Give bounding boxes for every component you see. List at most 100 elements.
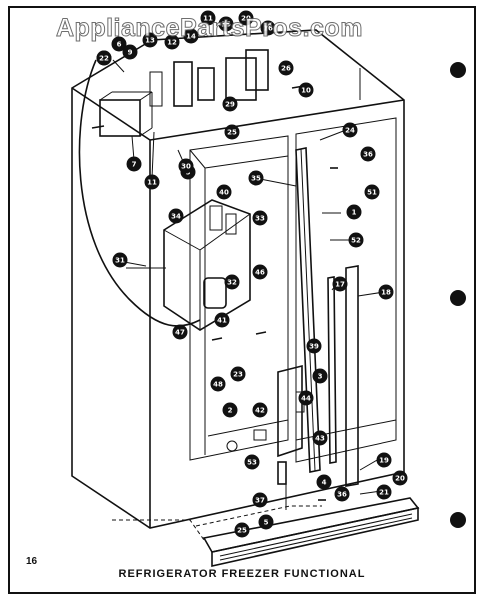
svg-text:9: 9 xyxy=(128,49,133,57)
callout-7: 7 xyxy=(126,156,142,172)
svg-text:21: 21 xyxy=(379,489,389,497)
svg-text:43: 43 xyxy=(315,435,325,443)
callout-53: 53 xyxy=(244,454,260,470)
svg-text:33: 33 xyxy=(255,215,265,223)
svg-text:46: 46 xyxy=(255,269,265,277)
svg-text:17: 17 xyxy=(335,281,345,289)
rod-part xyxy=(327,276,337,464)
svg-text:29: 29 xyxy=(225,101,235,109)
callout-26: 26 xyxy=(278,60,294,76)
svg-text:23: 23 xyxy=(233,371,243,379)
callout-18: 18 xyxy=(378,284,394,300)
callout-39: 39 xyxy=(306,338,322,354)
control-box-group xyxy=(99,49,269,137)
svg-text:1: 1 xyxy=(352,209,357,217)
svg-text:4: 4 xyxy=(322,479,327,487)
callout-51: 51 xyxy=(364,184,380,200)
callout-40: 40 xyxy=(216,184,232,200)
callout-30: 30 xyxy=(178,158,194,174)
callout-5: 5 xyxy=(258,514,274,530)
svg-text:12: 12 xyxy=(167,39,177,47)
callout-group: 2869131214111520162610242925711530363551… xyxy=(96,10,408,538)
callout-24: 24 xyxy=(342,122,358,138)
svg-text:44: 44 xyxy=(301,395,311,403)
svg-text:25: 25 xyxy=(227,129,237,137)
svg-text:10: 10 xyxy=(301,87,311,95)
callout-25: 25 xyxy=(234,522,250,538)
page-number: 16 xyxy=(26,556,38,567)
svg-text:19: 19 xyxy=(379,457,389,465)
callout-17: 17 xyxy=(332,276,348,292)
svg-text:30: 30 xyxy=(181,163,191,171)
svg-text:16: 16 xyxy=(263,25,273,33)
binder-hole xyxy=(450,290,466,306)
channel-part xyxy=(345,265,359,487)
svg-text:15: 15 xyxy=(221,21,231,29)
callout-36: 36 xyxy=(360,146,376,162)
callout-11: 11 xyxy=(144,174,160,190)
callout-14: 14 xyxy=(183,28,199,44)
svg-text:25: 25 xyxy=(237,527,247,535)
svg-text:14: 14 xyxy=(186,33,196,41)
callout-32: 32 xyxy=(224,274,240,290)
svg-text:3: 3 xyxy=(318,373,323,381)
callout-33: 33 xyxy=(252,210,268,226)
callout-29: 29 xyxy=(222,96,238,112)
callout-37: 37 xyxy=(252,492,268,508)
mullion-rail xyxy=(295,147,321,473)
callout-25: 25 xyxy=(224,124,240,140)
callout-19: 19 xyxy=(376,452,392,468)
svg-text:37: 37 xyxy=(255,497,265,505)
callout-10: 10 xyxy=(298,82,314,98)
callout-4: 4 xyxy=(316,474,332,490)
svg-text:52: 52 xyxy=(351,237,361,245)
svg-text:53: 53 xyxy=(247,459,257,467)
svg-text:47: 47 xyxy=(175,329,185,337)
cabinet-outline xyxy=(71,29,405,529)
callout-16: 16 xyxy=(260,20,276,36)
svg-text:41: 41 xyxy=(217,317,227,325)
svg-text:22: 22 xyxy=(99,55,109,63)
callout-46: 46 xyxy=(252,264,268,280)
lower-parts xyxy=(195,364,322,527)
svg-text:40: 40 xyxy=(219,189,229,197)
callout-34: 34 xyxy=(168,208,184,224)
svg-text:11: 11 xyxy=(147,179,157,187)
callout-36: 36 xyxy=(334,486,350,502)
callout-47: 47 xyxy=(172,324,188,340)
callout-42: 42 xyxy=(252,402,268,418)
binder-hole xyxy=(450,512,466,528)
page-caption: REFRIGERATOR FREEZER FUNCTIONAL xyxy=(118,568,366,580)
callout-15: 15 xyxy=(218,16,234,32)
callout-3: 3 xyxy=(312,368,328,384)
svg-text:36: 36 xyxy=(337,491,347,499)
svg-text:34: 34 xyxy=(171,213,181,221)
svg-text:39: 39 xyxy=(309,343,319,351)
callout-23: 23 xyxy=(230,366,246,382)
svg-text:42: 42 xyxy=(255,407,265,415)
callout-11: 11 xyxy=(200,10,216,26)
diagram-sheet xyxy=(8,6,476,594)
callout-1: 1 xyxy=(346,204,362,220)
callout-20: 20 xyxy=(392,470,408,486)
svg-text:7: 7 xyxy=(132,161,137,169)
callout-44: 44 xyxy=(298,390,314,406)
svg-text:13: 13 xyxy=(145,37,155,45)
callout-52: 52 xyxy=(348,232,364,248)
svg-text:26: 26 xyxy=(281,65,291,73)
svg-text:36: 36 xyxy=(363,151,373,159)
svg-text:24: 24 xyxy=(345,127,355,135)
callout-20: 20 xyxy=(238,10,254,26)
svg-text:32: 32 xyxy=(227,279,237,287)
callout-21: 21 xyxy=(376,484,392,500)
watermark: AppliancePartsPros.com xyxy=(56,14,363,43)
svg-text:11: 11 xyxy=(203,15,213,23)
callout-43: 43 xyxy=(312,430,328,446)
svg-text:20: 20 xyxy=(395,475,405,483)
callout-9: 9 xyxy=(122,44,138,60)
binder-hole xyxy=(450,62,466,78)
svg-text:48: 48 xyxy=(213,381,223,389)
svg-text:31: 31 xyxy=(115,257,125,265)
tubing xyxy=(78,59,201,327)
svg-text:35: 35 xyxy=(251,175,261,183)
